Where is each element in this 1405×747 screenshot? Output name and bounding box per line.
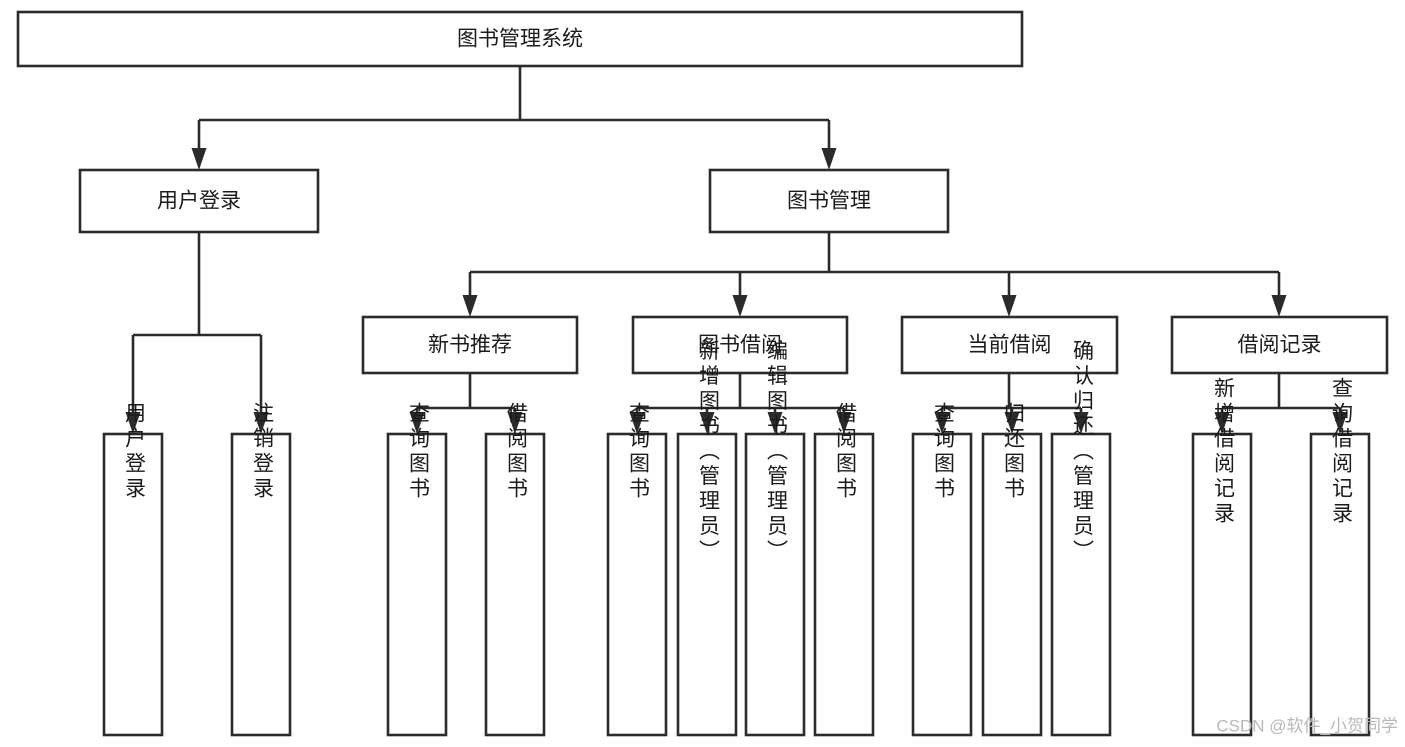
- node-label: 新增借阅记录: [1211, 377, 1235, 527]
- node-label: 图书管理: [787, 190, 871, 213]
- node-label: 图书管理系统: [457, 28, 583, 51]
- node-label: 查询借阅记录: [1329, 377, 1353, 527]
- node-level1-book-management[interactable]: 图书管理: [708, 168, 950, 234]
- node-level3-leaf-logout[interactable]: 注销登录: [230, 402, 292, 737]
- node-level2-new-book-recommend[interactable]: 新书推荐: [361, 315, 579, 375]
- arrow-head-icon: [629, 412, 645, 434]
- node-box[interactable]: [708, 168, 950, 234]
- node-label: 图书借阅: [698, 334, 782, 357]
- node-label: 归还图书: [1001, 402, 1025, 502]
- node-label: 当前借阅: [968, 334, 1052, 357]
- node-level2-current-borrow[interactable]: 当前借阅: [900, 315, 1119, 375]
- arrow-head-icon: [507, 412, 523, 434]
- node-label: 注销登录: [250, 402, 274, 502]
- arrow-head-icon: [253, 412, 269, 434]
- connector-book-borrow: [629, 373, 852, 434]
- node-level3-leaf-return-book[interactable]: 归还图书: [981, 402, 1043, 737]
- arrow-head-icon: [1271, 295, 1287, 317]
- arrow-head-icon: [1332, 412, 1348, 434]
- connector-root: [191, 66, 837, 170]
- node-box[interactable]: [676, 432, 738, 737]
- node-box[interactable]: [78, 168, 320, 234]
- arrow-head-icon: [732, 295, 748, 317]
- csdn-watermark: CSDN @软件_小贺同学: [1216, 716, 1398, 735]
- node-level2-book-borrow[interactable]: 图书借阅: [631, 315, 849, 375]
- node-level3-leaf-query-book-recommend[interactable]: 查询图书: [386, 402, 448, 737]
- node-label: 用户登录: [122, 402, 146, 502]
- node-box[interactable]: [981, 432, 1043, 737]
- node-label: 借阅图书: [833, 402, 857, 502]
- node-root-root[interactable]: 图书管理系统: [16, 10, 1024, 68]
- arrow-head-icon: [836, 412, 852, 434]
- node-level3-leaf-query-borrow-record[interactable]: 查询借阅记录: [1309, 377, 1371, 737]
- node-box[interactable]: [484, 432, 546, 737]
- arrow-head-icon: [125, 412, 141, 434]
- node-label: 编辑图书（管理员）: [764, 340, 788, 565]
- node-box[interactable]: [102, 432, 164, 737]
- node-label: 新书推荐: [428, 334, 512, 357]
- arrow-head-icon: [1004, 412, 1020, 434]
- connector-borrow-records: [1214, 373, 1348, 434]
- node-box[interactable]: [900, 315, 1119, 375]
- node-box[interactable]: [361, 315, 579, 375]
- node-box[interactable]: [230, 432, 292, 737]
- node-level3-leaf-borrow-book-recommend[interactable]: 借阅图书: [484, 402, 546, 737]
- node-level1-user-login[interactable]: 用户登录: [78, 168, 320, 234]
- node-level2-borrow-records[interactable]: 借阅记录: [1170, 315, 1389, 375]
- node-label: 用户登录: [157, 190, 241, 213]
- connectors-layer: [125, 66, 1348, 434]
- node-label: 借阅记录: [1238, 334, 1322, 357]
- node-box[interactable]: [631, 315, 849, 375]
- arrow-head-icon: [1214, 412, 1230, 434]
- node-level3-leaf-query-book-current[interactable]: 查询图书: [911, 402, 973, 737]
- arrow-head-icon: [1073, 412, 1089, 434]
- node-label: 确认归还（管理员）: [1070, 340, 1094, 565]
- node-box[interactable]: [386, 432, 448, 737]
- node-box[interactable]: [1191, 432, 1253, 737]
- node-box[interactable]: [744, 432, 806, 737]
- arrow-head-icon: [1001, 295, 1017, 317]
- connector-user-login: [125, 232, 269, 434]
- node-box[interactable]: [1309, 432, 1371, 737]
- node-level3-leaf-confirm-return[interactable]: 确认归还（管理员）: [1050, 340, 1112, 737]
- node-label: 借阅图书: [504, 402, 528, 502]
- node-box[interactable]: [16, 10, 1024, 68]
- node-level3-leaf-user-login[interactable]: 用户登录: [102, 402, 164, 737]
- arrow-head-icon: [699, 412, 715, 434]
- node-box[interactable]: [911, 432, 973, 737]
- node-label: 查询图书: [406, 402, 430, 502]
- node-box[interactable]: [1170, 315, 1389, 375]
- node-label: 查询图书: [931, 402, 955, 502]
- arrow-head-icon: [821, 148, 837, 170]
- node-level3-leaf-add-book[interactable]: 新增图书（管理员）: [676, 340, 738, 737]
- connector-new-book-recommend: [409, 373, 523, 434]
- node-level3-leaf-query-book-borrow[interactable]: 查询图书: [606, 402, 668, 737]
- nodes-layer: 图书管理系统用户登录图书管理新书推荐图书借阅当前借阅借阅记录用户登录注销登录查询…: [16, 10, 1389, 737]
- connector-book-management: [462, 232, 1287, 317]
- node-label: 查询图书: [626, 402, 650, 502]
- arrow-head-icon: [409, 412, 425, 434]
- node-box[interactable]: [813, 432, 875, 737]
- arrow-head-icon: [767, 412, 783, 434]
- arrow-head-icon: [462, 295, 478, 317]
- node-level3-leaf-edit-book[interactable]: 编辑图书（管理员）: [744, 340, 806, 737]
- connector-current-borrow: [934, 373, 1089, 434]
- node-box[interactable]: [606, 432, 668, 737]
- arrow-head-icon: [191, 148, 207, 170]
- node-box[interactable]: [1050, 432, 1112, 737]
- node-label: 新增图书（管理员）: [696, 340, 720, 565]
- node-level3-leaf-borrow-book[interactable]: 借阅图书: [813, 402, 875, 737]
- arrow-head-icon: [934, 412, 950, 434]
- node-level3-leaf-add-borrow-record[interactable]: 新增借阅记录: [1191, 377, 1253, 737]
